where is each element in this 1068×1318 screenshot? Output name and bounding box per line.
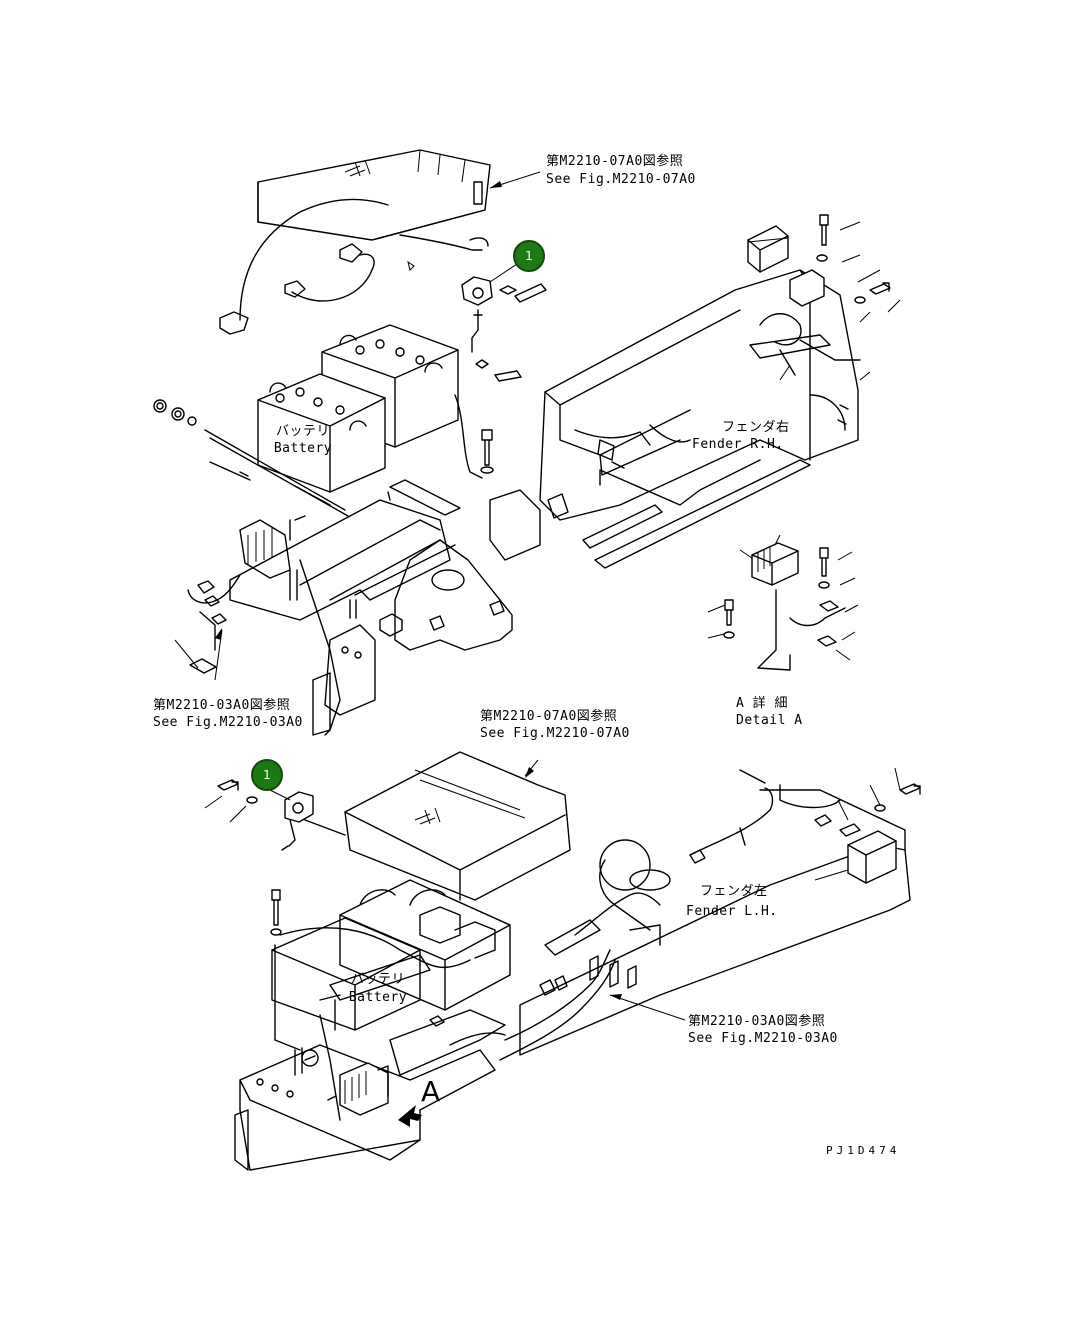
battery-top-label-en: Battery [273, 441, 333, 456]
top-hold-down-hardware [153, 399, 349, 517]
top-harness-left [174, 574, 241, 681]
detail-a-drawing [707, 534, 859, 671]
bottom-panel-ref-en: See Fig.M2210-07A0 [480, 726, 630, 741]
bottom-panel-box [344, 751, 571, 901]
callout-badge-1-top[interactable]: 1 [513, 240, 545, 272]
battery-relay-top [399, 234, 547, 382]
bottom-assembly [204, 751, 921, 1171]
drawing-code: PJ1D474 [826, 1144, 901, 1157]
top-assembly [153, 149, 901, 736]
fender-rh-label-en: Fender R.H. [692, 437, 784, 452]
view-a-marker: A [421, 1075, 441, 1108]
callout-badge-1-bottom[interactable]: 1 [251, 759, 283, 791]
bottom-harness-ref-en: See Fig.M2210-03A0 [688, 1031, 838, 1046]
fender-rh-label-jp: フェンダ右 [722, 420, 790, 435]
battery-top-label-jp: バッテリ [275, 424, 330, 439]
fender-rh-parts [747, 214, 901, 381]
detail-a-label-en: Detail A [736, 713, 803, 728]
top-panel-ref-en: See Fig.M2210-07A0 [546, 172, 696, 187]
fender-lh-label-en: Fender L.H. [686, 904, 778, 919]
top-cable-loop [239, 198, 389, 321]
battery-relay-bottom [204, 779, 346, 851]
battery-bottom-label-jp: バッテリ [350, 972, 405, 987]
top-panel-ref-jp: 第M2210-07A0図参照 [546, 154, 684, 169]
battery-pair-top [257, 324, 459, 493]
bottom-harness-leader [609, 994, 686, 1021]
bottom-panel-ref-jp: 第M2210-07A0図参照 [480, 709, 618, 724]
top-harness-ref-en: See Fig.M2210-03A0 [153, 715, 303, 730]
bottom-floor-plate [234, 954, 506, 1171]
fender-lh-label-jp: フェンダ左 [700, 884, 768, 899]
battery-bottom-label-en: Battery [348, 990, 408, 1005]
top-floor-plate [229, 479, 513, 736]
detail-a-label-jp: A 詳 細 [736, 696, 788, 711]
bottom-main-frame [499, 767, 921, 1061]
bottom-harness-ref-jp: 第M2210-03A0図参照 [688, 1014, 826, 1029]
battery-pair-bottom [270, 879, 511, 1051]
top-harness-ref-jp: 第M2210-03A0図参照 [153, 698, 291, 713]
top-bolt-washer [454, 394, 494, 479]
top-panel-box [257, 149, 491, 241]
top-main-frame [489, 269, 859, 569]
